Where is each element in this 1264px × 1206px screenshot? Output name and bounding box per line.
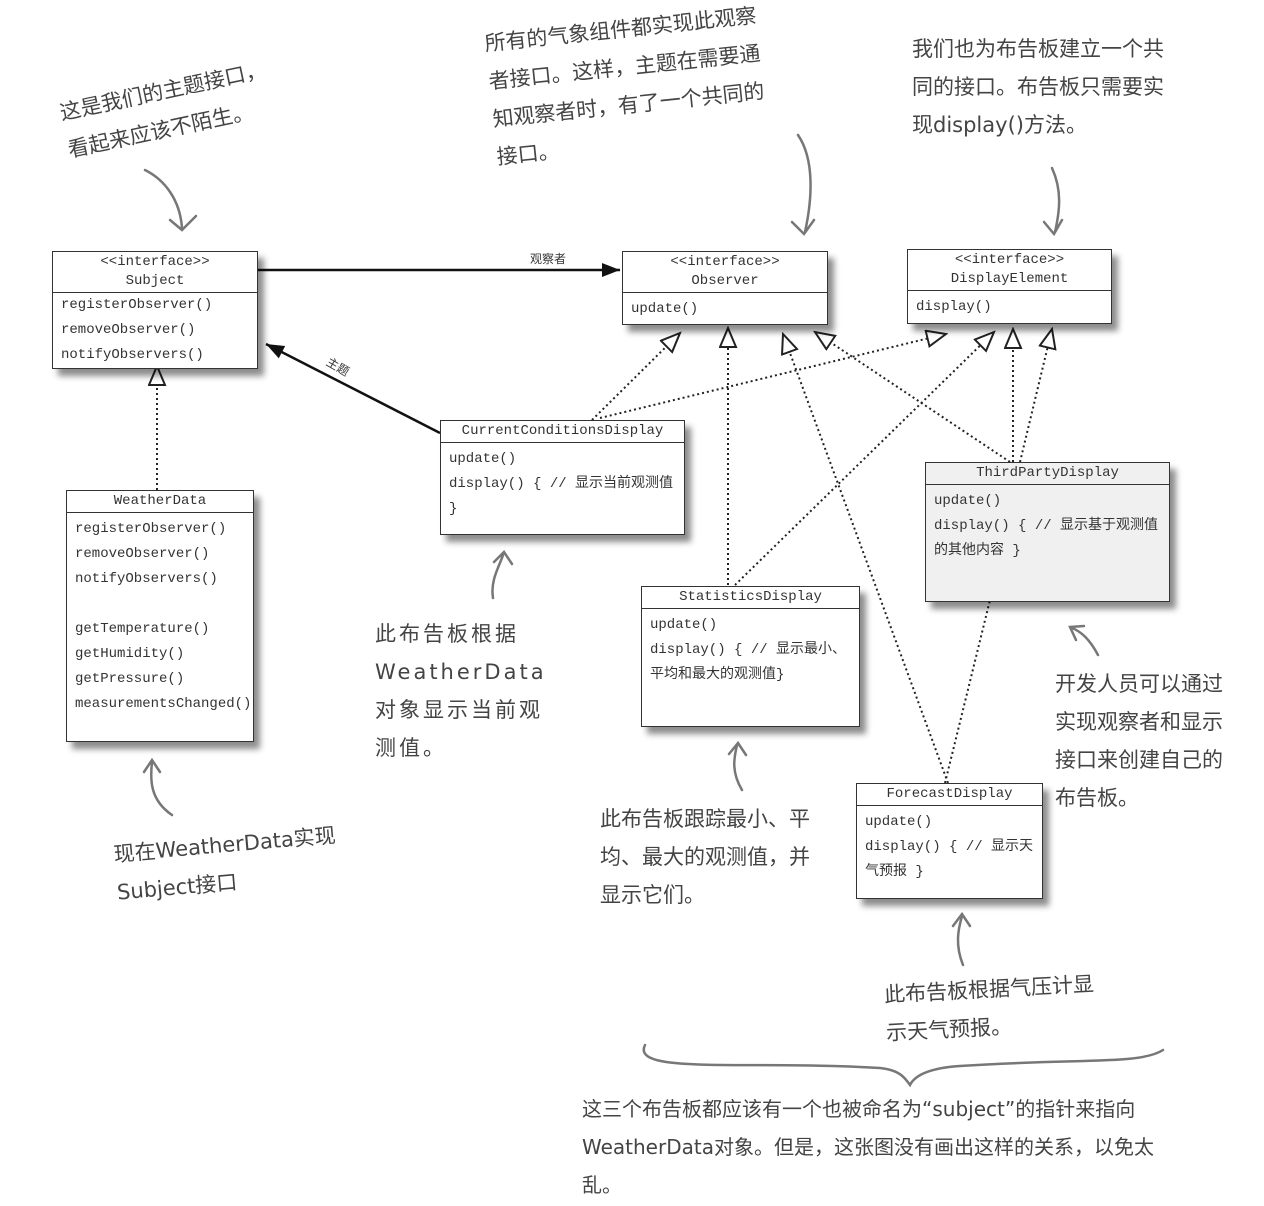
class-current-conditions-display: CurrentConditionsDisplay update() display… <box>440 420 685 535</box>
method: update() <box>449 451 517 467</box>
method: measurementsChanged() <box>75 696 252 712</box>
method: update() <box>934 493 1002 509</box>
method: getTemperature() <box>75 621 210 637</box>
forecast-implements-display <box>944 599 991 784</box>
class-forecast-display: ForecastDisplay update() display() { // 显… <box>856 783 1043 899</box>
note-arrow-subject <box>143 168 198 232</box>
class-name: DisplayElement <box>950 271 1069 287</box>
note-observer: 所有的气象组件都实现此观察者接口。这样，主题在需要通知观察者时，有了一个共同的接… <box>483 3 766 170</box>
method: update() <box>631 301 699 317</box>
method: registerObserver() <box>75 521 227 537</box>
note-arrow-display <box>1042 166 1064 237</box>
thirdparty-implements-display-2 <box>1019 329 1052 463</box>
stereotype: <<interface>> <box>100 254 210 270</box>
class-name: Observer <box>691 273 759 289</box>
ccd-to-subject-association <box>265 342 441 435</box>
method: registerObserver() <box>61 297 213 313</box>
method: display() { // 显示天气预报 } <box>865 839 1034 880</box>
class-name: CurrentConditionsDisplay <box>441 421 684 443</box>
class-statistics-display: StatisticsDisplay update() display() { //… <box>641 586 860 727</box>
method: display() <box>916 299 992 315</box>
class-name: Subject <box>125 273 185 289</box>
note-bottom: 这三个布告板都应该有一个也被命名为“subject”的指针来指向WeatherD… <box>582 1097 1154 1197</box>
note-arrow-current <box>491 550 514 600</box>
class-name: StatisticsDisplay <box>642 587 859 609</box>
curly-brace <box>642 1043 1165 1088</box>
stereotype: <<interface>> <box>670 254 780 270</box>
method: getPressure() <box>75 671 185 687</box>
association-label-observers: 观察者 <box>530 252 567 266</box>
method: removeObserver() <box>75 546 210 562</box>
ccd-implements-observer <box>591 333 680 421</box>
class-observer: <<interface>> Observer update() <box>622 251 828 325</box>
note-statistics: 此布告板跟踪最小、平均、最大的观测值，并显示它们。 <box>600 807 810 907</box>
note-forecast: 此布告板根据气压计显示天气预报。 <box>883 972 1095 1045</box>
method: getHumidity() <box>75 646 185 662</box>
note-display-element: 我们也为布告板建立一个共同的接口。布告板只需要实现display()方法。 <box>912 37 1164 137</box>
note-arrow-statistics <box>727 740 748 792</box>
note-third-party: 开发人员可以通过实现观察者和显示接口来创建自己的布告板。 <box>1055 672 1223 810</box>
method: display() { // 显示当前观测值 } <box>449 476 674 517</box>
note-arrow-weatherdata <box>142 757 174 817</box>
method: notifyObservers() <box>61 347 204 363</box>
stats-implements-display <box>734 332 994 586</box>
note-arrow-observer <box>790 133 816 236</box>
thirdparty-implements-observer <box>815 332 1011 463</box>
class-name: ThirdPartyDisplay <box>926 463 1169 485</box>
class-weather-data: WeatherData registerObserver() removeObs… <box>66 490 254 742</box>
note-arrow-thirdparty <box>1068 624 1100 657</box>
stereotype: <<interface>> <box>954 252 1065 268</box>
method: display() { // 显示基于观测值的其他内容 } <box>934 518 1159 559</box>
class-subject: <<interface>> Subject registerObserver() r… <box>52 251 258 369</box>
note-arrow-forecast <box>951 911 972 967</box>
class-name: WeatherData <box>67 491 253 513</box>
class-name: ForecastDisplay <box>857 784 1042 806</box>
method: update() <box>865 814 933 830</box>
method: update() <box>650 617 718 633</box>
note-current-conditions: 此布告板根据WeatherData对象显示当前观测值。 <box>375 622 547 760</box>
ccd-implements-display <box>599 334 946 419</box>
method: removeObserver() <box>61 322 196 338</box>
class-display-element: <<interface>> DisplayElement display() <box>907 249 1112 324</box>
class-third-party-display: ThirdPartyDisplay update() display() { //… <box>925 462 1170 602</box>
method: display() { // 显示最小、平均和最大的观测值} <box>650 642 847 683</box>
method: notifyObservers() <box>75 571 218 587</box>
